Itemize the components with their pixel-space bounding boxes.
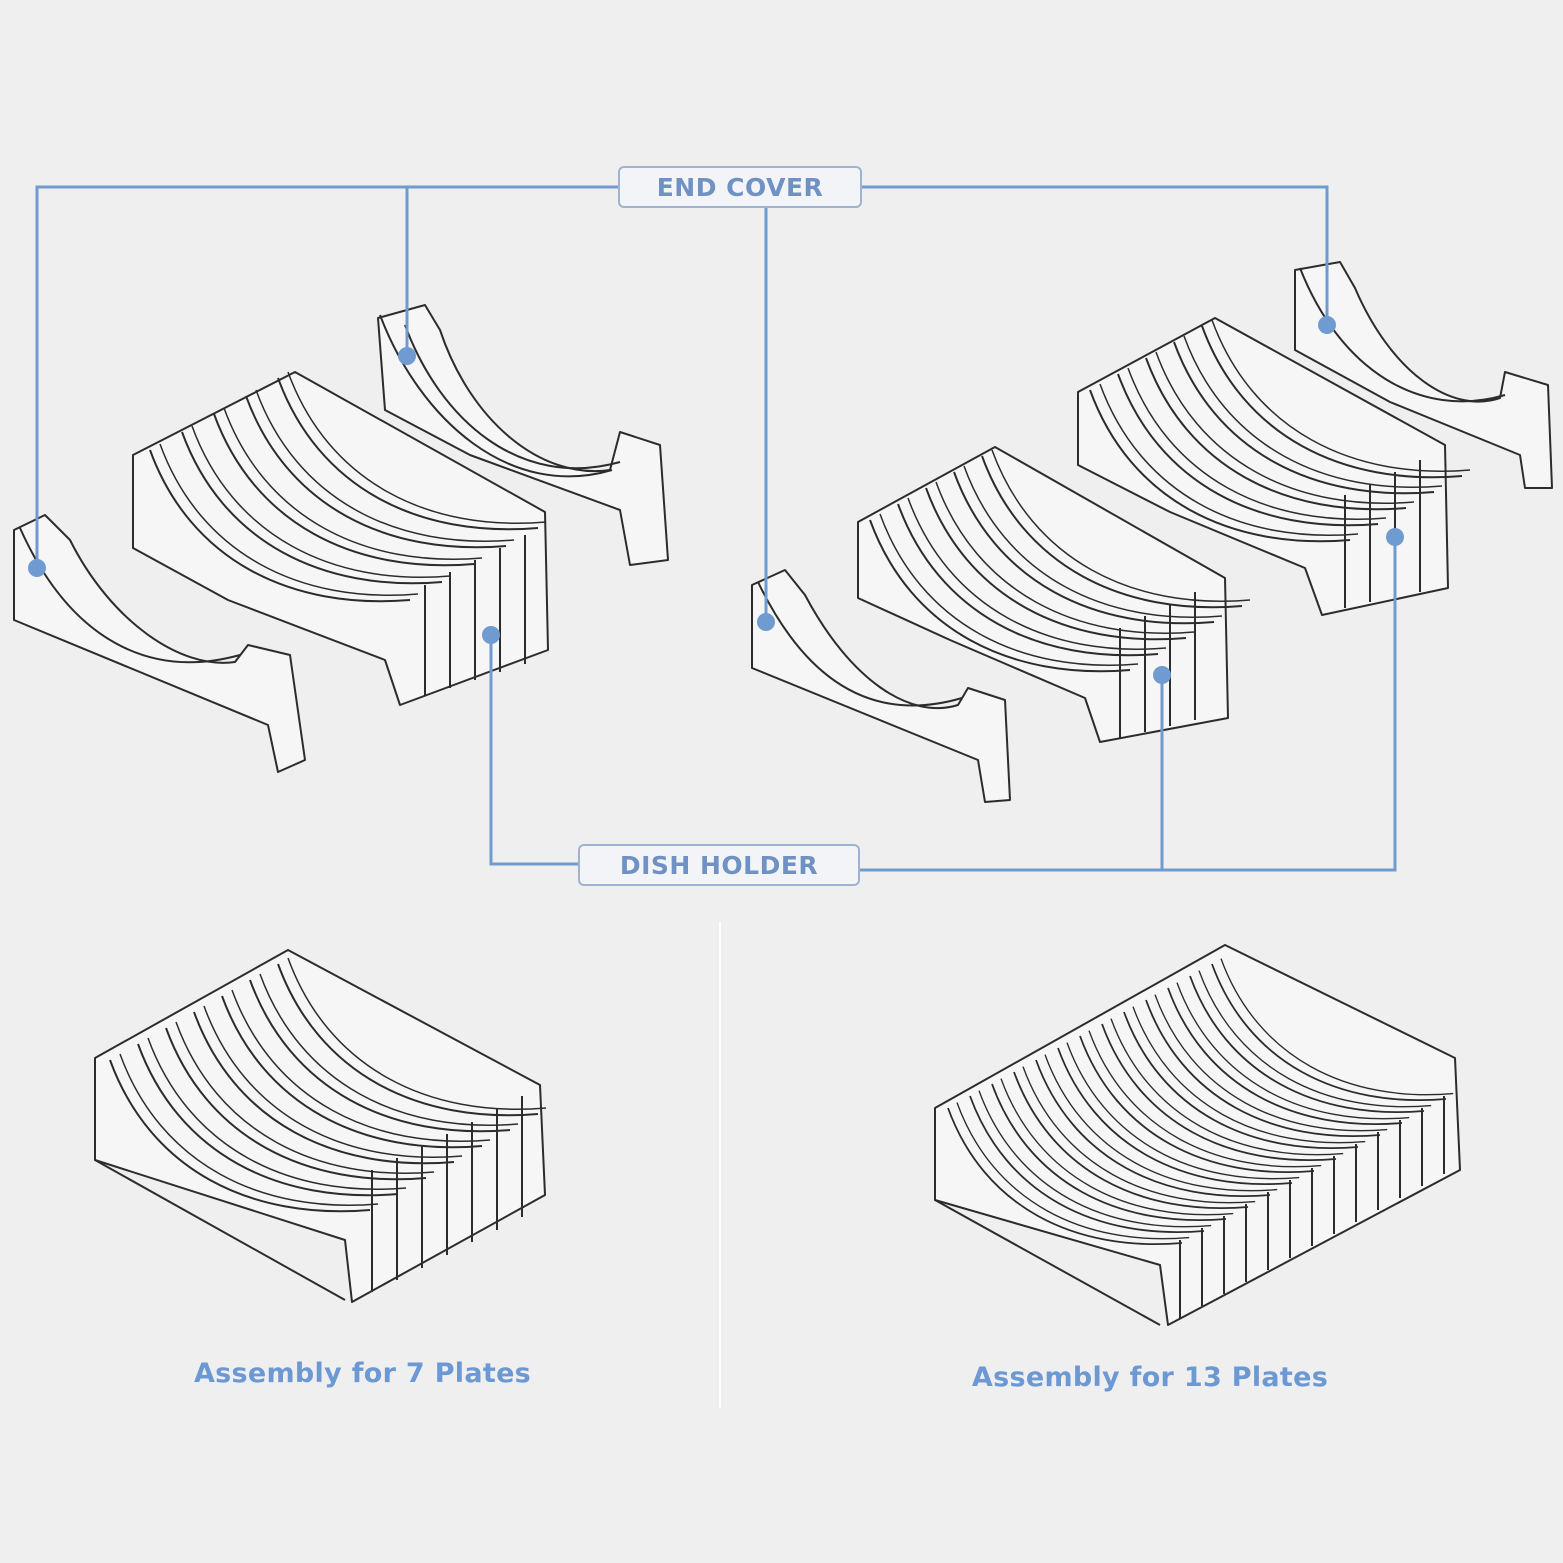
section-divider — [719, 922, 721, 1408]
assembly-13-caption: Assembly for 13 Plates — [971, 1362, 1329, 1393]
dish-holder-right-back — [1077, 317, 1471, 616]
dish-holder-left — [132, 371, 549, 706]
dish-holder-right-front — [857, 446, 1251, 743]
assembly-7-plates-drawing — [94, 949, 547, 1303]
end-cover-front-right — [751, 569, 1011, 803]
assembly-13-plates-drawing — [934, 944, 1461, 1326]
leader-dots — [28, 316, 1404, 684]
end-cover-label: END COVER — [618, 166, 862, 208]
end-cover-back-right — [1294, 261, 1553, 489]
dish-holder-label: DISH HOLDER — [578, 844, 860, 886]
leader-lines — [35, 185, 1397, 872]
assembly-7-caption: Assembly for 7 Plates — [193, 1358, 532, 1389]
